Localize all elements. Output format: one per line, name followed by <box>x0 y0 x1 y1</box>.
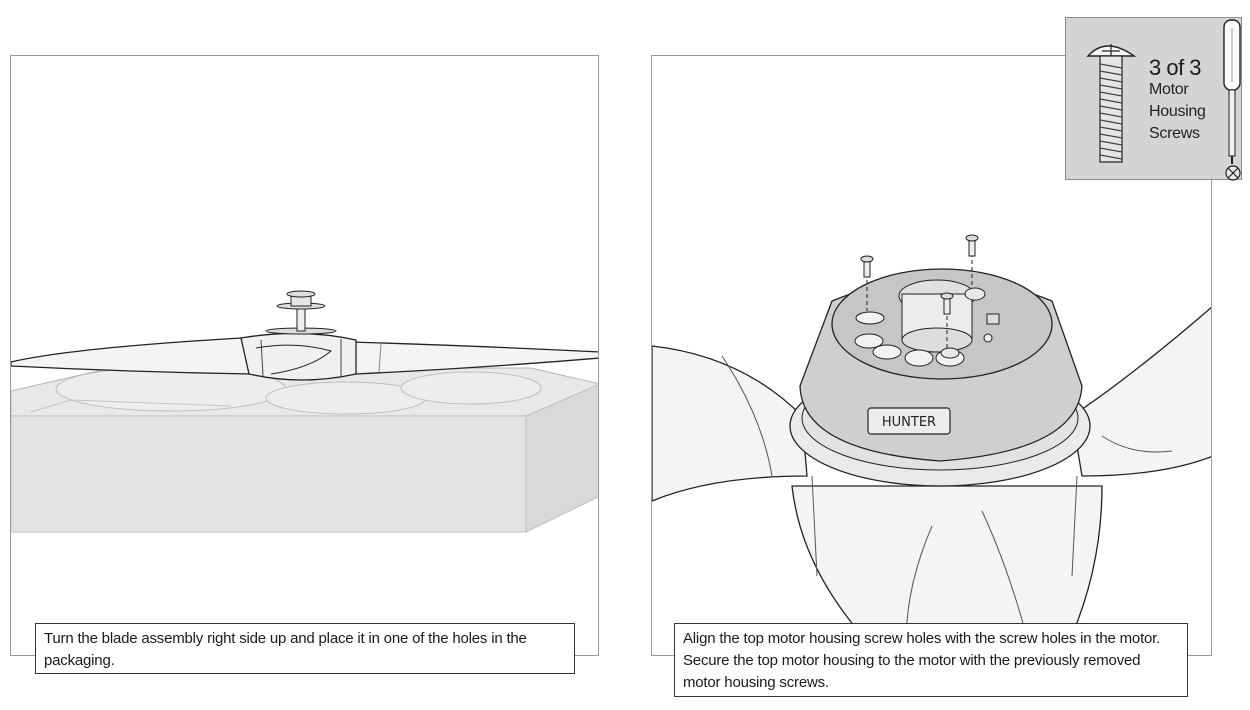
housing-screw-hole <box>964 287 986 301</box>
housing-slot <box>904 349 934 367</box>
housing-slot <box>855 311 885 325</box>
fan-blade-bottom <box>791 485 1103 655</box>
packaging-foam-side <box>525 384 598 533</box>
step-caption-left: Turn the blade assembly right side up an… <box>35 623 575 674</box>
packaging-hole <box>400 371 542 405</box>
housing-slot <box>872 344 902 360</box>
screwdriver-icon <box>1223 19 1241 164</box>
housing-badge-text: HUNTER <box>882 415 936 430</box>
motor-mount-shaft <box>296 305 306 332</box>
parts-callout: 3 of 3 Motor Housing Screws <box>1065 17 1242 181</box>
step-caption-right: Align the top motor housing screw holes … <box>674 623 1188 697</box>
motor-housing-screw <box>860 255 874 311</box>
parts-name-line: Motor <box>1149 81 1189 98</box>
fan-blade-right <box>1071 306 1211 477</box>
step-illustration-left <box>10 55 599 656</box>
blade-hub <box>240 332 357 381</box>
hardware-graphics <box>1086 19 1241 181</box>
blade-assembly-packaging-illustration <box>11 290 598 533</box>
fan-blade-right <box>350 341 598 375</box>
phillips-drive-icon <box>1225 165 1241 181</box>
fan-blade-left <box>11 337 252 375</box>
parts-quantity: 3 of 3 <box>1149 55 1202 80</box>
motor-housing-illustration: HUNTER <box>652 234 1211 655</box>
housing-badge <box>867 407 951 435</box>
motor-housing-screw <box>965 234 979 288</box>
parts-name-line: Screws <box>1149 125 1200 142</box>
parts-name-line: Housing <box>1149 103 1206 120</box>
housing-screw-hole <box>940 347 960 359</box>
fan-blade-left <box>652 345 808 502</box>
packaging-foam-front <box>11 415 527 533</box>
motor-housing-screw <box>940 292 954 348</box>
housing-slot <box>854 333 884 349</box>
